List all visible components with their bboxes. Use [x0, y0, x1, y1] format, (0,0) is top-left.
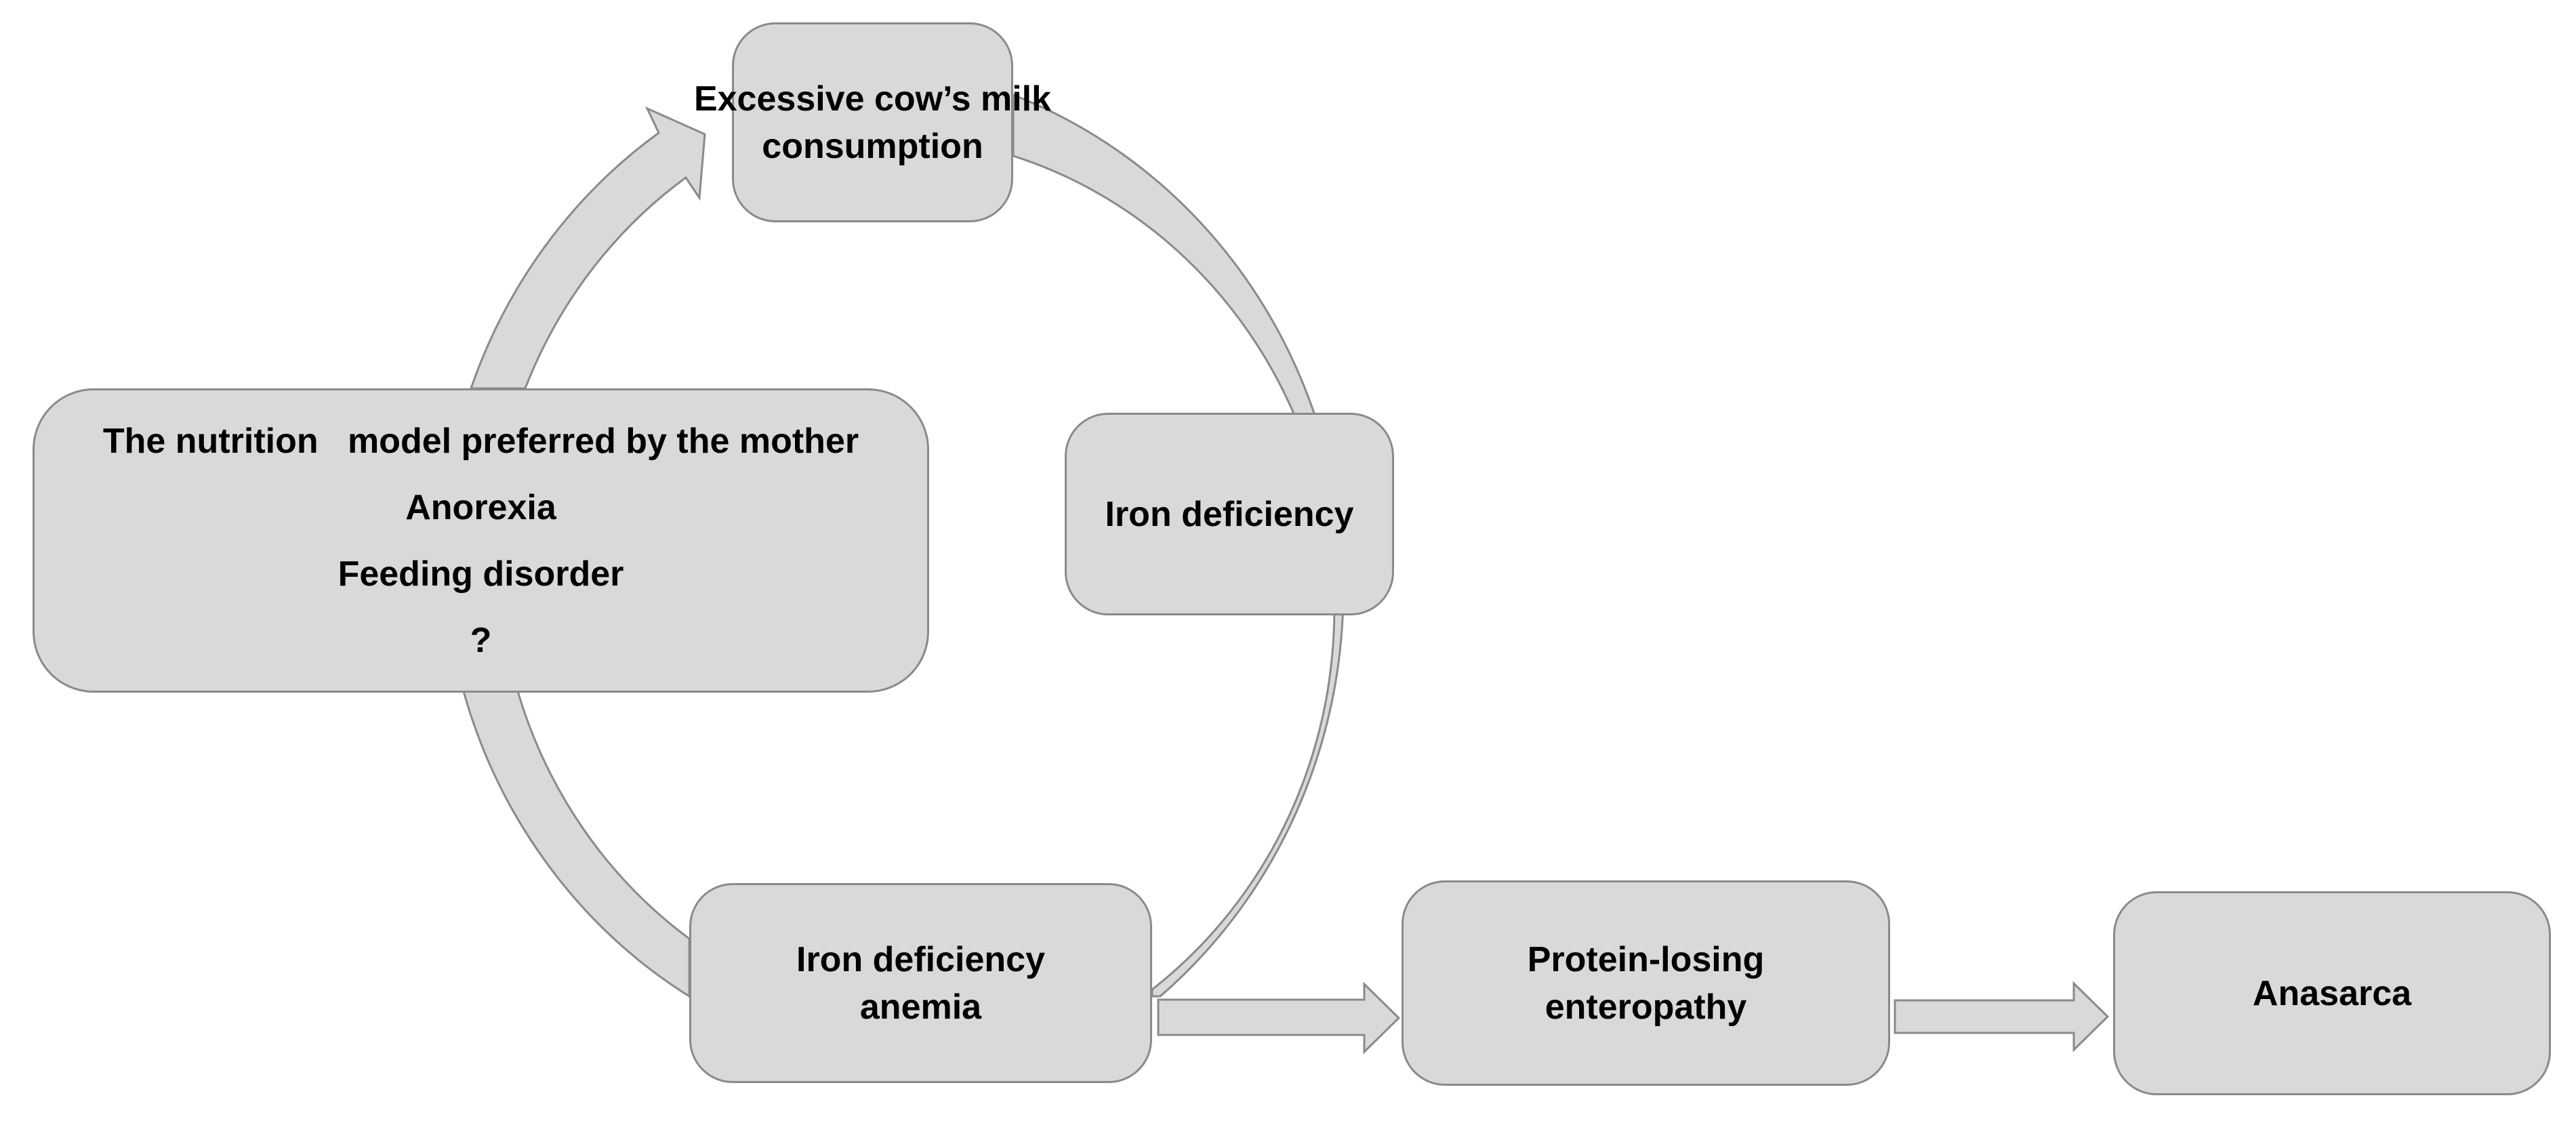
arrow-anemia-to-ple [1157, 981, 1401, 1055]
cycle-arc-right [1012, 93, 1345, 998]
arrow-ple-to-anasarca [1894, 981, 2110, 1053]
node-label-line: consumption [762, 126, 983, 166]
node-label-line: enteropathy [1545, 987, 1747, 1027]
node-label-line: Anasarca [2252, 973, 2412, 1013]
node-excessive-cows-milk: Excessive cow’s milk consumption [694, 22, 1051, 222]
cycle-arc-left-lower [462, 690, 691, 998]
node-iron-deficiency: Iron deficiency [1065, 413, 1394, 615]
node-label-line: ? [470, 620, 492, 660]
node-label-line: Protein-losing [1527, 939, 1765, 979]
node-label-line: The nutrition model preferred by the mot… [102, 421, 859, 461]
node-label-line: anemia [859, 987, 982, 1027]
node-iron-deficiency-anemia: Iron deficiency anemia [689, 883, 1152, 1083]
node-causes: The nutrition model preferred by the mot… [33, 388, 929, 693]
cycle-arrow-to-milk [469, 106, 706, 390]
node-label-line: Feeding disorder [338, 554, 624, 594]
node-anasarca: Anasarca [2113, 891, 2551, 1095]
node-label-line: Iron deficiency [1105, 494, 1354, 534]
node-protein-losing-enteropathy: Protein-losing enteropathy [1402, 880, 1890, 1086]
node-label-line: Iron deficiency [796, 939, 1045, 979]
node-label-line: Anorexia [405, 487, 556, 527]
node-label-line: Excessive cow’s milk [693, 79, 1052, 119]
